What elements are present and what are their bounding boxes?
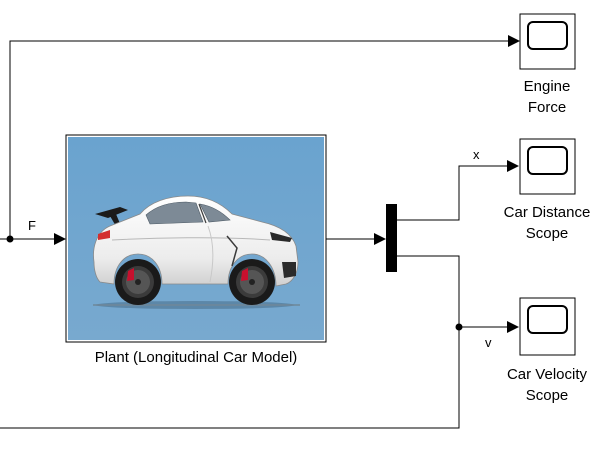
velocity-signal-label: v bbox=[485, 335, 492, 350]
car-distance-label-line2: Scope bbox=[525, 225, 569, 242]
distance-arrowhead bbox=[507, 160, 519, 172]
scope-screen-icon bbox=[527, 305, 568, 334]
force-input-arrowhead bbox=[54, 233, 66, 245]
force-branch-point bbox=[6, 235, 14, 243]
force-signal-label: F bbox=[28, 218, 36, 233]
engine-force-scope-block[interactable] bbox=[519, 13, 576, 70]
car-distance-scope-block[interactable] bbox=[519, 138, 576, 195]
engine-force-label-line1: Engine bbox=[523, 78, 571, 95]
velocity-signal-line[interactable] bbox=[397, 255, 507, 328]
demux-block[interactable] bbox=[386, 204, 397, 272]
distance-signal-label: x bbox=[473, 147, 480, 162]
car-distance-scope-label: Car Distance Scope bbox=[487, 202, 604, 244]
velocity-arrowhead bbox=[507, 321, 519, 333]
scope-screen-icon bbox=[527, 146, 568, 175]
car-velocity-label-line1: Car Velocity bbox=[506, 366, 588, 383]
engine-force-signal-line[interactable] bbox=[9, 40, 508, 239]
engine-force-arrowhead bbox=[508, 35, 520, 47]
car-velocity-scope-label: Car Velocity Scope bbox=[487, 364, 604, 406]
scope-screen-icon bbox=[527, 21, 568, 50]
plant-block-label: Plant (Longitudinal Car Model) bbox=[94, 349, 298, 366]
plant-block[interactable] bbox=[65, 134, 327, 343]
car-velocity-scope-block[interactable] bbox=[519, 297, 576, 356]
engine-force-scope-label: Engine Force bbox=[487, 76, 604, 118]
car-icon bbox=[93, 195, 300, 309]
velocity-feedback-line[interactable] bbox=[0, 327, 460, 429]
plant-output-arrowhead bbox=[374, 233, 386, 245]
engine-force-label-line2: Force bbox=[527, 99, 567, 116]
car-velocity-label-line2: Scope bbox=[525, 387, 569, 404]
car-distance-label-line1: Car Distance bbox=[503, 204, 591, 221]
distance-signal-line[interactable] bbox=[397, 165, 507, 221]
